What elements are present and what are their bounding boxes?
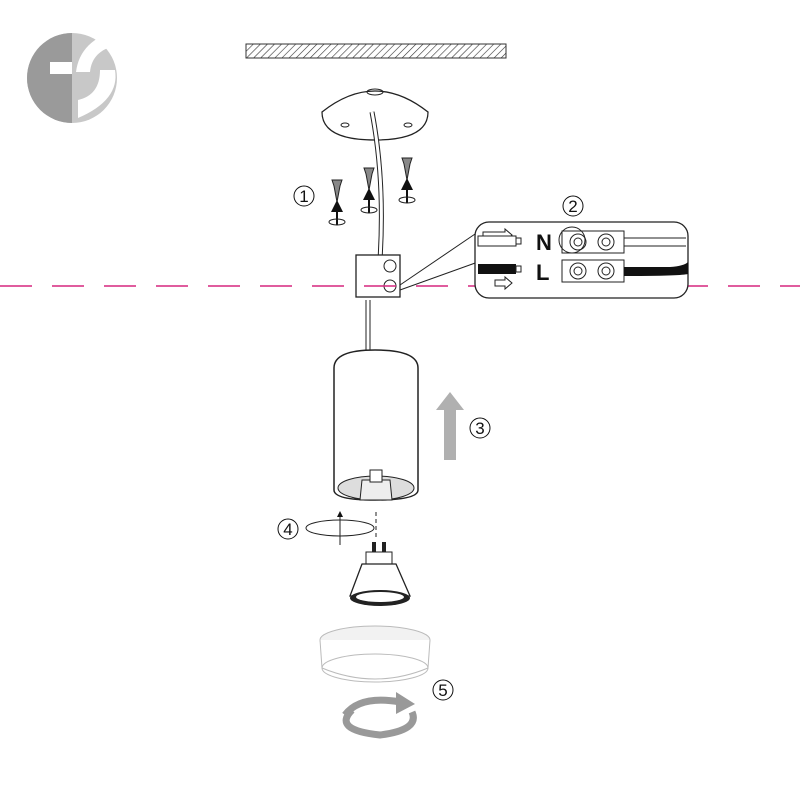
live-label: L <box>536 260 549 285</box>
svg-text:2: 2 <box>568 197 577 216</box>
lamp-body <box>333 349 419 501</box>
company-logo <box>27 30 118 123</box>
step-3-marker: 3 <box>469 417 491 439</box>
gu10-bulb <box>349 542 411 606</box>
neutral-label: N <box>536 230 552 255</box>
step-4-marker: 4 <box>277 518 299 540</box>
step-1-marker: 1 <box>293 185 315 207</box>
step-2-marker: 2 <box>562 195 584 217</box>
wiring-detail: N L <box>474 221 689 299</box>
twist-arrow-icon <box>342 692 417 739</box>
svg-text:5: 5 <box>438 681 447 700</box>
svg-text:1: 1 <box>299 187 308 206</box>
svg-text:4: 4 <box>283 520 292 539</box>
step-5-marker: 5 <box>432 679 454 701</box>
screws <box>328 157 416 226</box>
decorative-ring <box>319 625 431 683</box>
push-up-arrow <box>436 392 464 460</box>
ceiling <box>245 43 507 59</box>
rotate-arrow-icon <box>305 511 375 545</box>
svg-text:3: 3 <box>475 419 484 438</box>
terminal-block <box>355 254 401 298</box>
